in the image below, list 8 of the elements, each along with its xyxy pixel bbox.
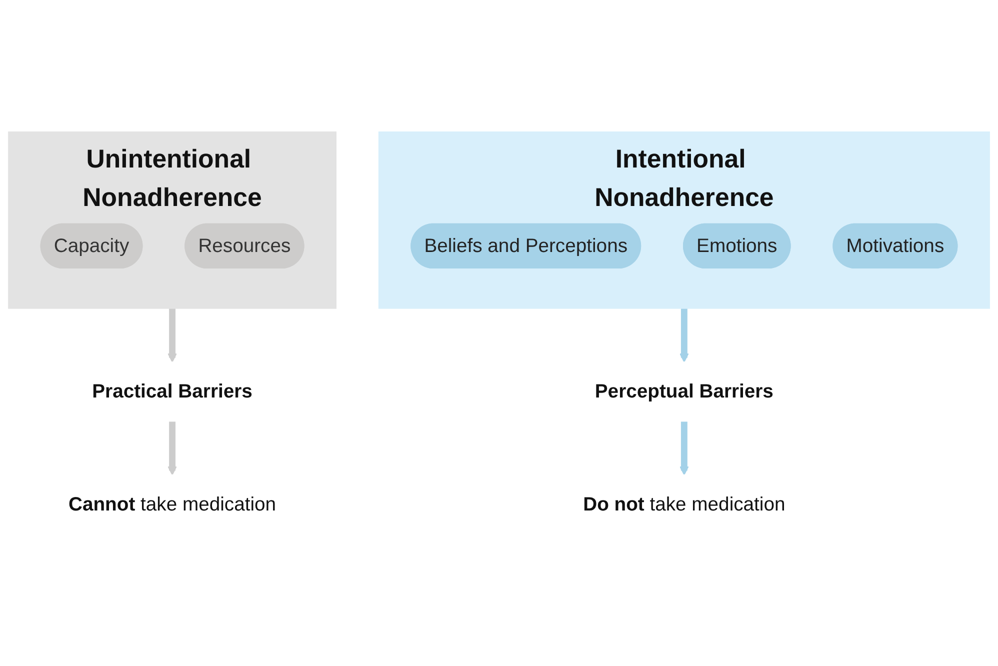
arrow	[679, 421, 689, 476]
arrow	[679, 308, 689, 362]
node-text: Cannot take medication	[68, 493, 276, 515]
arrow	[168, 421, 177, 476]
node-text: Perceptual Barriers	[594, 380, 774, 402]
node-text: Do not take medication	[583, 493, 786, 515]
arrow	[168, 308, 177, 362]
node-text: Practical Barriers	[92, 380, 252, 402]
